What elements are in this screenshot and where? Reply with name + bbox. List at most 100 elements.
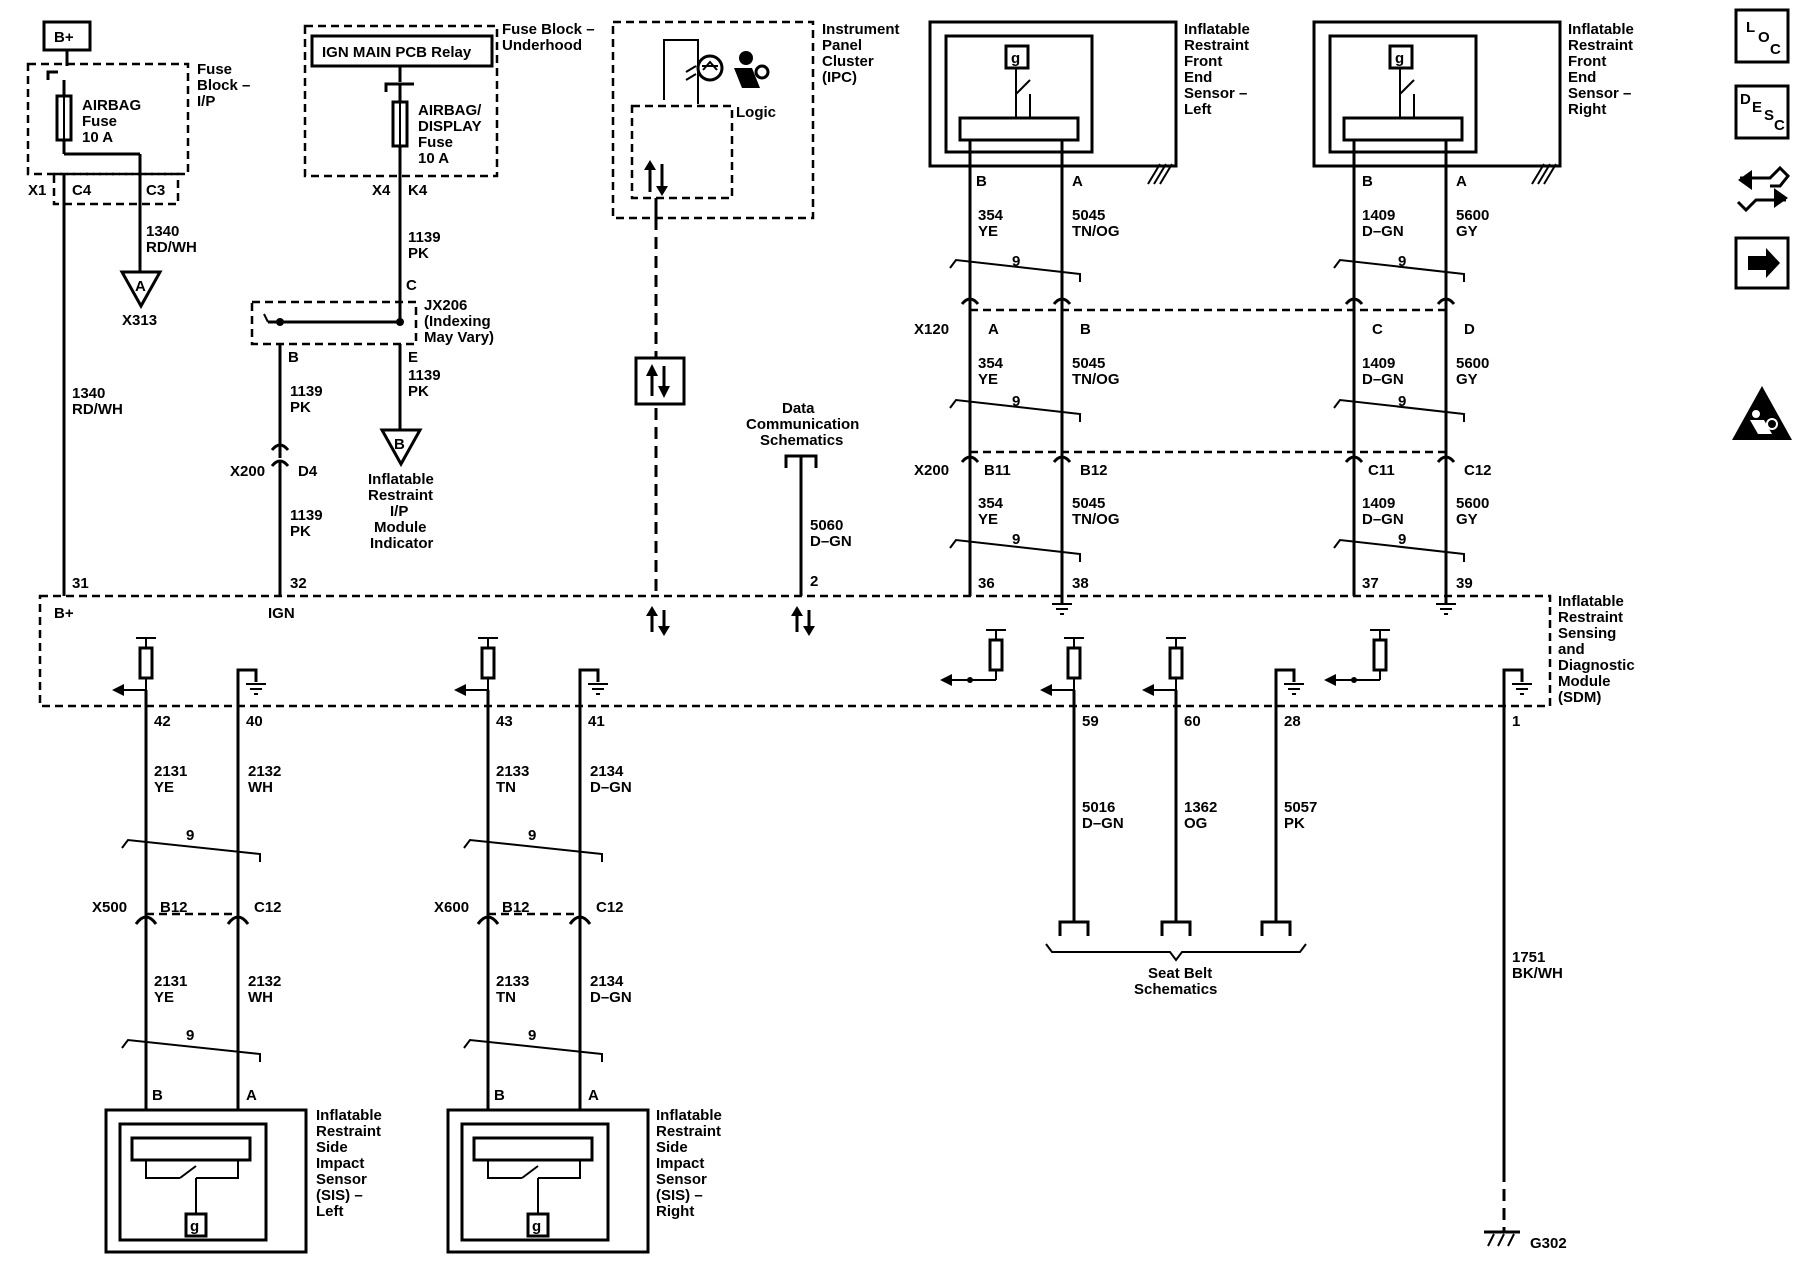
svg-text:D: D xyxy=(1464,321,1475,338)
svg-text:9: 9 xyxy=(1012,253,1020,270)
svg-text:Module: Module xyxy=(374,519,427,536)
svg-text:X200: X200 xyxy=(230,463,265,480)
svg-text:59: 59 xyxy=(1082,713,1099,730)
svg-text:C: C xyxy=(1770,41,1781,58)
svg-text:YE: YE xyxy=(978,371,998,388)
svg-text:C4: C4 xyxy=(72,182,92,199)
svg-text:41: 41 xyxy=(588,713,605,730)
svg-text:TN: TN xyxy=(496,779,516,796)
side-impact-sensor-left: g Inflatable Restraint Side Impact Senso… xyxy=(104,1107,382,1254)
svg-text:Seat Belt: Seat Belt xyxy=(1148,965,1212,982)
svg-text:JX206: JX206 xyxy=(424,297,467,314)
svg-text:9: 9 xyxy=(186,827,194,844)
svg-text:32: 32 xyxy=(290,575,307,592)
svg-text:K4: K4 xyxy=(408,182,428,199)
svg-text:2134: 2134 xyxy=(590,973,624,990)
wire-1139-to-sdm: 1139 PK X200 D4 1139 PK xyxy=(230,344,323,596)
svg-text:5057: 5057 xyxy=(1284,799,1317,816)
data-communication-link: Data Communication Schematics 5060 D–GN … xyxy=(746,400,859,596)
svg-text:5600: 5600 xyxy=(1456,207,1489,224)
svg-text:Restraint: Restraint xyxy=(1184,37,1249,54)
svg-text:Side: Side xyxy=(316,1139,348,1156)
svg-text:C3: C3 xyxy=(146,182,165,199)
svg-text:g: g xyxy=(532,1218,541,1235)
svg-text:5060: 5060 xyxy=(810,517,843,534)
svg-text:May Vary): May Vary) xyxy=(424,329,494,346)
svg-text:E: E xyxy=(1752,99,1762,116)
svg-text:Restraint: Restraint xyxy=(1558,609,1623,626)
svg-text:Fuse: Fuse xyxy=(82,113,117,130)
ground-g302: 1751 BK/WH G302 xyxy=(1484,706,1567,1252)
svg-text:RD/WH: RD/WH xyxy=(72,401,123,418)
svg-text:2133: 2133 xyxy=(496,973,529,990)
svg-text:RD/WH: RD/WH xyxy=(146,239,197,256)
svg-text:WH: WH xyxy=(248,779,273,796)
svg-text:E: E xyxy=(408,349,418,366)
svg-text:PK: PK xyxy=(1284,815,1305,832)
svg-text:C: C xyxy=(1372,321,1383,338)
svg-text:B+: B+ xyxy=(54,29,74,46)
next-page-arrow-icon[interactable] xyxy=(1734,236,1790,290)
svg-text:PK: PK xyxy=(408,245,429,262)
svg-text:TN/OG: TN/OG xyxy=(1072,371,1120,388)
svg-text:Indicator: Indicator xyxy=(370,535,434,552)
desc-icon[interactable]: D E S C xyxy=(1734,84,1790,140)
svg-text:D–GN: D–GN xyxy=(1082,815,1124,832)
svg-text:D–GN: D–GN xyxy=(810,533,852,550)
svg-text:Cluster: Cluster xyxy=(822,53,874,70)
svg-text:5600: 5600 xyxy=(1456,355,1489,372)
svg-text:5016: 5016 xyxy=(1082,799,1115,816)
side-impact-sensor-right: g Inflatable Restraint Side Impact Senso… xyxy=(446,1107,722,1254)
svg-text:1139: 1139 xyxy=(408,229,441,246)
svg-text:and: and xyxy=(1558,641,1585,658)
svg-text:I/P: I/P xyxy=(390,503,408,520)
svg-text:9: 9 xyxy=(1398,253,1406,270)
svg-text:10 A: 10 A xyxy=(82,129,113,146)
svg-text:9: 9 xyxy=(186,1027,194,1044)
wire-1139-fuse-to-jx206: 1139 PK xyxy=(398,176,441,322)
ground-symbol xyxy=(1436,603,1456,615)
svg-text:GY: GY xyxy=(1456,511,1478,528)
svg-text:X1: X1 xyxy=(28,182,46,199)
svg-text:C: C xyxy=(1774,117,1785,134)
svg-text:DISPLAY: DISPLAY xyxy=(418,118,482,135)
svg-text:Module: Module xyxy=(1558,673,1611,690)
svg-text:BK/WH: BK/WH xyxy=(1512,965,1563,982)
svg-text:2132: 2132 xyxy=(248,763,281,780)
data-arrows-icon xyxy=(646,606,670,636)
svg-text:YE: YE xyxy=(154,779,174,796)
svg-text:9: 9 xyxy=(1398,531,1406,548)
serial-data-line-ipc xyxy=(634,218,686,596)
sdm-internal-supply-43 xyxy=(454,637,498,706)
svg-text:Sensor –: Sensor – xyxy=(1568,85,1631,102)
svg-text:B12: B12 xyxy=(502,899,530,916)
svg-text:5045: 5045 xyxy=(1072,355,1105,372)
connector-view-icon[interactable] xyxy=(1736,165,1791,213)
svg-text:1340: 1340 xyxy=(146,223,179,240)
svg-text:PK: PK xyxy=(408,383,429,400)
svg-text:B+: B+ xyxy=(54,605,74,622)
svg-text:WH: WH xyxy=(248,989,273,1006)
svg-text:B: B xyxy=(152,1087,163,1104)
svg-text:1409: 1409 xyxy=(1362,355,1395,372)
svg-text:Inflatable: Inflatable xyxy=(656,1107,722,1124)
svg-text:37: 37 xyxy=(1362,575,1379,592)
svg-text:5600: 5600 xyxy=(1456,495,1489,512)
svg-text:Sensor –: Sensor – xyxy=(1184,85,1247,102)
svg-text:Left: Left xyxy=(316,1203,344,1220)
svg-text:36: 36 xyxy=(978,575,995,592)
svg-text:g: g xyxy=(190,1218,199,1235)
svg-text:C: C xyxy=(406,277,417,294)
svg-text:Inflatable: Inflatable xyxy=(1184,21,1250,38)
svg-text:42: 42 xyxy=(154,713,171,730)
svg-text:Side: Side xyxy=(656,1139,688,1156)
svg-text:9: 9 xyxy=(1398,393,1406,410)
svg-text:(SIS) –: (SIS) – xyxy=(316,1187,363,1204)
loc-icon[interactable]: L O C xyxy=(1734,8,1790,64)
svg-text:31: 31 xyxy=(72,575,89,592)
svg-text:39: 39 xyxy=(1456,575,1473,592)
b-plus-source: B+ xyxy=(42,20,92,66)
front-end-sensor-left: g Inflatable Restraint Front End Sensor … xyxy=(928,20,1250,190)
data-arrows-icon xyxy=(791,606,815,636)
